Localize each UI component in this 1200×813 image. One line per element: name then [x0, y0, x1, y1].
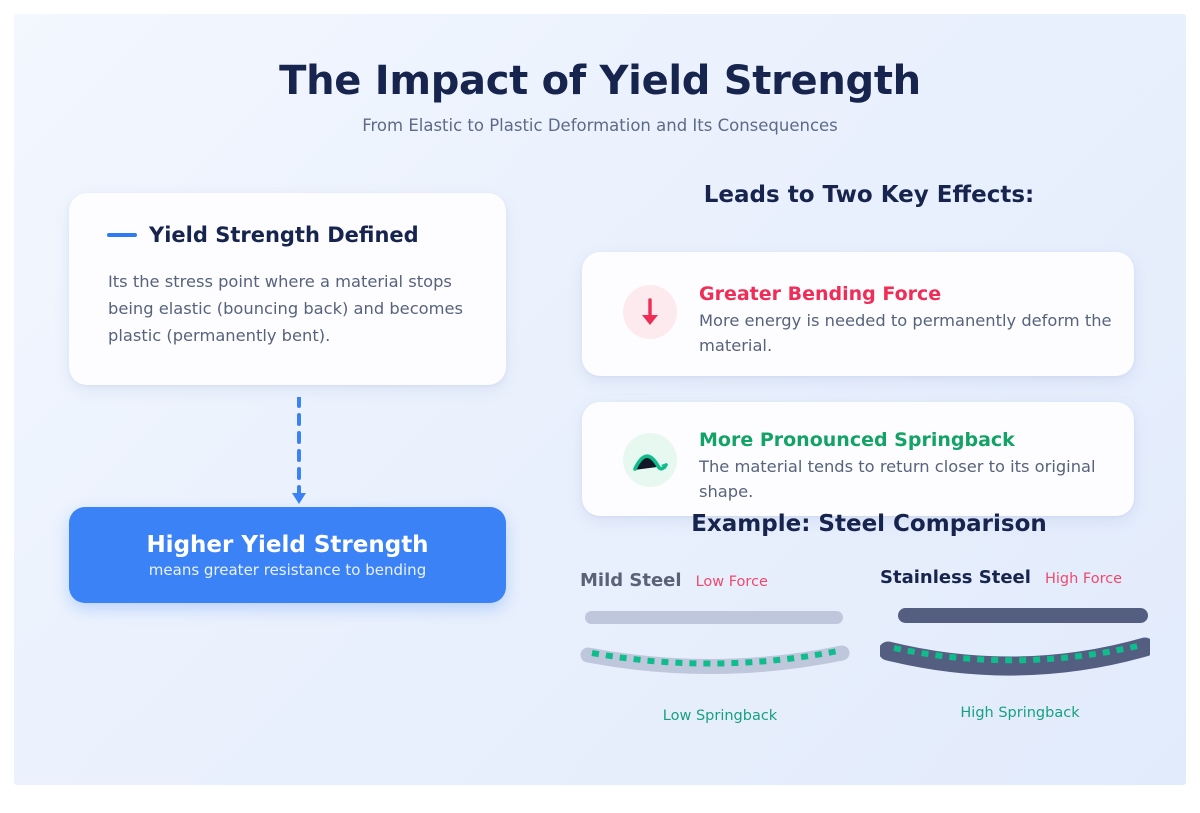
steel-force-label: High Force: [1044, 571, 1123, 587]
straight-bar: [585, 611, 843, 624]
effects-heading: Leads to Two Key Effects:: [703, 182, 1035, 208]
effect-card-bending-force: Greater Bending Force More energy is nee…: [582, 252, 1134, 376]
effect-title: More Pronounced Springback: [699, 429, 1015, 451]
definition-card-title: Yield Strength Defined: [149, 223, 419, 247]
steel-name: Mild Steel: [580, 570, 682, 591]
definition-card-header: Yield Strength Defined: [107, 223, 419, 247]
effect-card-text: Greater Bending Force More energy is nee…: [699, 283, 1119, 358]
page-title: The Impact of Yield Strength: [279, 58, 921, 104]
effect-description: The material tends to return closer to i…: [699, 457, 1096, 501]
effect-card-springback: More Pronounced Springback The material …: [582, 402, 1134, 516]
down-arrow-icon: [623, 285, 677, 339]
steel-springback-caption: High Springback: [960, 705, 1080, 721]
steel-bar-diagram: [580, 611, 850, 675]
springback-line: [893, 642, 1143, 664]
dash-accent-icon: [107, 233, 137, 237]
example-heading: Example: Steel Comparison: [691, 511, 1047, 537]
springback-line: [591, 648, 839, 667]
steel-bar-diagram: [880, 608, 1150, 676]
highlight-box-title: Higher Yield Strength: [146, 531, 429, 558]
steel-comparison-stainless: Stainless Steel High Force High Springba…: [880, 567, 1170, 721]
steel-labels: Stainless Steel High Force: [880, 567, 1170, 593]
definition-card-body: Its the stress point where a material st…: [108, 272, 463, 345]
steel-name: Stainless Steel: [880, 567, 1031, 588]
infographic-panel: The Impact of Yield Strength From Elasti…: [14, 14, 1186, 785]
steel-force-label: Low Force: [695, 574, 768, 590]
higher-yield-strength-box: Higher Yield Strength means greater resi…: [69, 507, 506, 603]
steel-comparison-mild: Mild Steel Low Force Low Springback: [580, 570, 870, 724]
effect-description: More energy is needed to permanently def…: [699, 311, 1112, 355]
yield-strength-definition-card: Yield Strength Defined Its the stress po…: [69, 193, 506, 385]
straight-bar: [898, 608, 1148, 623]
springback-arc-icon: [623, 433, 677, 487]
effect-title: Greater Bending Force: [699, 283, 942, 305]
highlight-box-subtitle: means greater resistance to bending: [148, 560, 427, 579]
steel-labels: Mild Steel Low Force: [580, 570, 870, 596]
dashed-down-arrow-icon: [292, 397, 306, 504]
steel-springback-caption: Low Springback: [662, 708, 778, 724]
bent-bar: [880, 637, 1150, 676]
page-subtitle: From Elastic to Plastic Deformation and …: [362, 116, 838, 135]
effect-card-text: More Pronounced Springback The material …: [699, 429, 1119, 504]
